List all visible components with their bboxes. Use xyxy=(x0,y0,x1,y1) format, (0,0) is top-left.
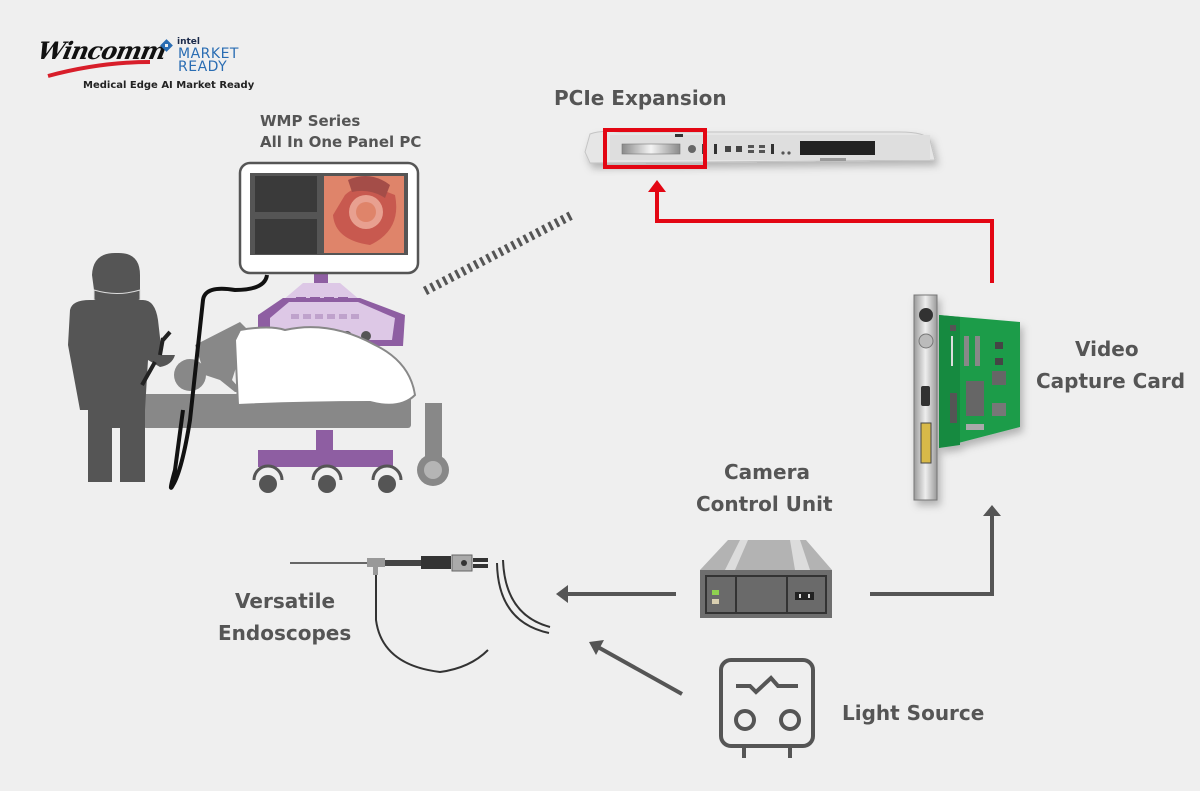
endoscope-cable xyxy=(168,274,269,490)
panel-pc-side-view xyxy=(584,130,936,164)
ccu-label-line1: Camera xyxy=(724,460,810,484)
video-capture-card-icon xyxy=(913,294,1020,501)
pcie-highlight-box xyxy=(603,128,707,169)
pcie-slot xyxy=(621,143,681,155)
patient-bed-icon xyxy=(143,322,449,486)
market-text: MARKET xyxy=(178,46,239,62)
endoscope-label-line1: Versatile xyxy=(235,589,336,613)
ready-text: READY xyxy=(178,59,228,75)
panel-pc-label-line2: All In One Panel PC xyxy=(260,133,422,151)
capture-card-label-line1: Video xyxy=(1075,337,1139,361)
wireless-link-dashes xyxy=(422,211,575,295)
brand-tagline: Medical Edge AI Market Ready xyxy=(83,80,255,91)
panel-pc-monitor-icon xyxy=(238,161,420,275)
endoscope-icon xyxy=(290,554,551,674)
capture-card-label-line2: Capture Card xyxy=(1036,369,1186,393)
light-source-label: Light Source xyxy=(842,701,985,725)
arrow-ccu-to-endoscope xyxy=(556,585,676,603)
arrow-ccu-to-capture xyxy=(870,505,1001,596)
intel-wordmark: intel xyxy=(177,37,200,47)
panel-pc-label-line1: WMP Series xyxy=(260,112,361,130)
light-source-icon xyxy=(719,658,815,758)
pcie-expansion-label: PCIe Expansion xyxy=(554,86,727,110)
ccu-label-line2: Control Unit xyxy=(696,492,833,516)
arrow-light-to-endoscope xyxy=(589,640,683,696)
camera-control-unit-icon xyxy=(700,540,832,618)
red-arrow-capture-to-pcie xyxy=(648,180,994,283)
doctor-icon xyxy=(68,252,175,482)
endoscope-label-line2: Endoscopes xyxy=(218,621,352,645)
